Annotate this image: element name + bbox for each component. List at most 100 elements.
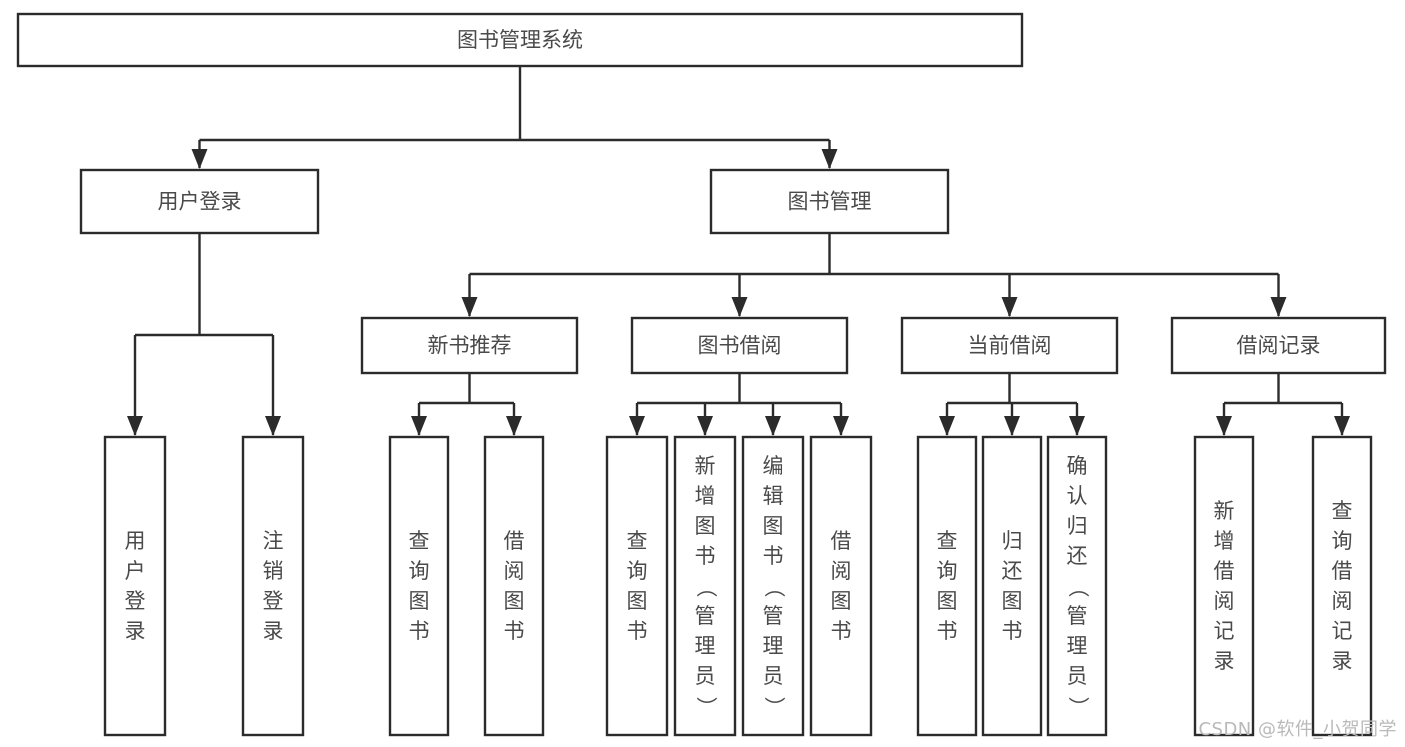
svg-text:记: 记	[1214, 619, 1235, 643]
node-book-borrow[interactable]	[630, 316, 849, 375]
svg-text:录: 录	[1214, 649, 1235, 673]
svg-text:录: 录	[125, 619, 146, 643]
node-leaf-add-record[interactable]	[1193, 435, 1255, 737]
node-leaf-confirm-return[interactable]	[1046, 435, 1108, 737]
svg-text:增: 增	[695, 484, 716, 508]
svg-text:查: 查	[409, 529, 430, 553]
svg-text:）: ）	[1066, 697, 1090, 718]
arrow-head-icon	[833, 416, 849, 436]
svg-text:录: 录	[263, 619, 284, 643]
svg-text:登: 登	[263, 589, 284, 613]
node-current-borrow[interactable]	[900, 316, 1119, 375]
svg-text:理: 理	[1067, 634, 1088, 658]
svg-text:用: 用	[125, 529, 146, 553]
svg-text:员: 员	[763, 664, 784, 688]
svg-text:借: 借	[504, 529, 525, 553]
node-label: 当前借阅	[968, 334, 1052, 358]
svg-text:管: 管	[1067, 604, 1088, 628]
svg-text:书: 书	[831, 619, 852, 643]
node-leaf-add-book[interactable]	[673, 435, 737, 737]
svg-text:查: 查	[1332, 499, 1353, 523]
svg-text:辑: 辑	[763, 484, 784, 508]
node-new-book-recommend[interactable]	[360, 316, 579, 375]
node-leaf-query-record[interactable]	[1311, 435, 1373, 737]
svg-text:书: 书	[937, 619, 958, 643]
node-leaf-borrow-book-2[interactable]	[809, 435, 873, 737]
svg-text:阅: 阅	[831, 559, 852, 583]
svg-text:登: 登	[125, 589, 146, 613]
svg-text:阅: 阅	[504, 559, 525, 583]
svg-text:图: 图	[695, 514, 716, 538]
arrow-head-icon	[821, 149, 838, 169]
node-book-manage[interactable]	[709, 168, 950, 235]
arrow-head-icon	[1334, 416, 1350, 436]
arrow-head-icon	[265, 416, 281, 436]
svg-text:确: 确	[1067, 454, 1088, 478]
svg-text:员: 员	[695, 664, 716, 688]
svg-text:归: 归	[1067, 514, 1088, 538]
svg-text:图: 图	[831, 589, 852, 613]
arrow-head-icon	[1069, 416, 1085, 436]
node-borrow-record[interactable]	[1170, 316, 1387, 375]
svg-text:户: 户	[125, 559, 146, 583]
svg-text:书: 书	[695, 544, 716, 568]
node-user-login[interactable]	[79, 168, 320, 235]
arrow-head-icon	[765, 416, 781, 436]
node-leaf-query-book-3[interactable]	[916, 435, 978, 737]
svg-text:书: 书	[627, 619, 648, 643]
svg-text:查: 查	[937, 529, 958, 553]
node-leaf-borrow-book-1[interactable]	[483, 435, 545, 737]
svg-text:书: 书	[763, 544, 784, 568]
svg-text:理: 理	[763, 634, 784, 658]
connector-layer	[127, 66, 1350, 436]
node-leaf-edit-book[interactable]	[741, 435, 805, 737]
node-label: 图书管理系统	[457, 28, 583, 52]
node-leaf-return-book[interactable]	[981, 435, 1043, 737]
svg-text:增: 增	[1214, 529, 1235, 553]
svg-text:注: 注	[263, 529, 284, 553]
svg-text:图: 图	[937, 589, 958, 613]
node-label: 新书推荐	[428, 334, 512, 358]
svg-text:录: 录	[1332, 649, 1353, 673]
svg-text:借: 借	[1214, 559, 1235, 583]
arrow-head-icon	[461, 297, 478, 317]
svg-text:（: （	[762, 577, 786, 598]
arrow-head-icon	[411, 416, 427, 436]
svg-text:借: 借	[831, 529, 852, 553]
node-leaf-user-logout[interactable]	[241, 435, 305, 737]
node-leaf-query-book-2[interactable]	[605, 435, 669, 737]
arrow-head-icon	[731, 297, 748, 317]
svg-text:（: （	[1066, 577, 1090, 598]
svg-text:（: （	[694, 577, 718, 598]
svg-text:）: ）	[762, 697, 786, 718]
svg-text:阅: 阅	[1332, 589, 1353, 613]
svg-text:归: 归	[1002, 529, 1023, 553]
svg-text:销: 销	[263, 559, 284, 583]
node-label: 用户登录	[158, 190, 242, 214]
arrow-head-icon	[1216, 416, 1232, 436]
svg-text:查: 查	[627, 529, 648, 553]
svg-text:图: 图	[1002, 589, 1023, 613]
svg-text:借: 借	[1332, 559, 1353, 583]
svg-text:记: 记	[1332, 619, 1353, 643]
svg-text:图: 图	[627, 589, 648, 613]
svg-text:询: 询	[409, 559, 430, 583]
node-leaf-query-book-1[interactable]	[388, 435, 450, 737]
arrow-head-icon	[191, 149, 208, 169]
arrow-head-icon	[1270, 297, 1287, 317]
svg-text:询: 询	[1332, 529, 1353, 553]
svg-text:员: 员	[1067, 664, 1088, 688]
node-leaf-user-login[interactable]	[103, 435, 167, 737]
svg-text:理: 理	[695, 634, 716, 658]
node-root-system[interactable]	[16, 12, 1024, 68]
